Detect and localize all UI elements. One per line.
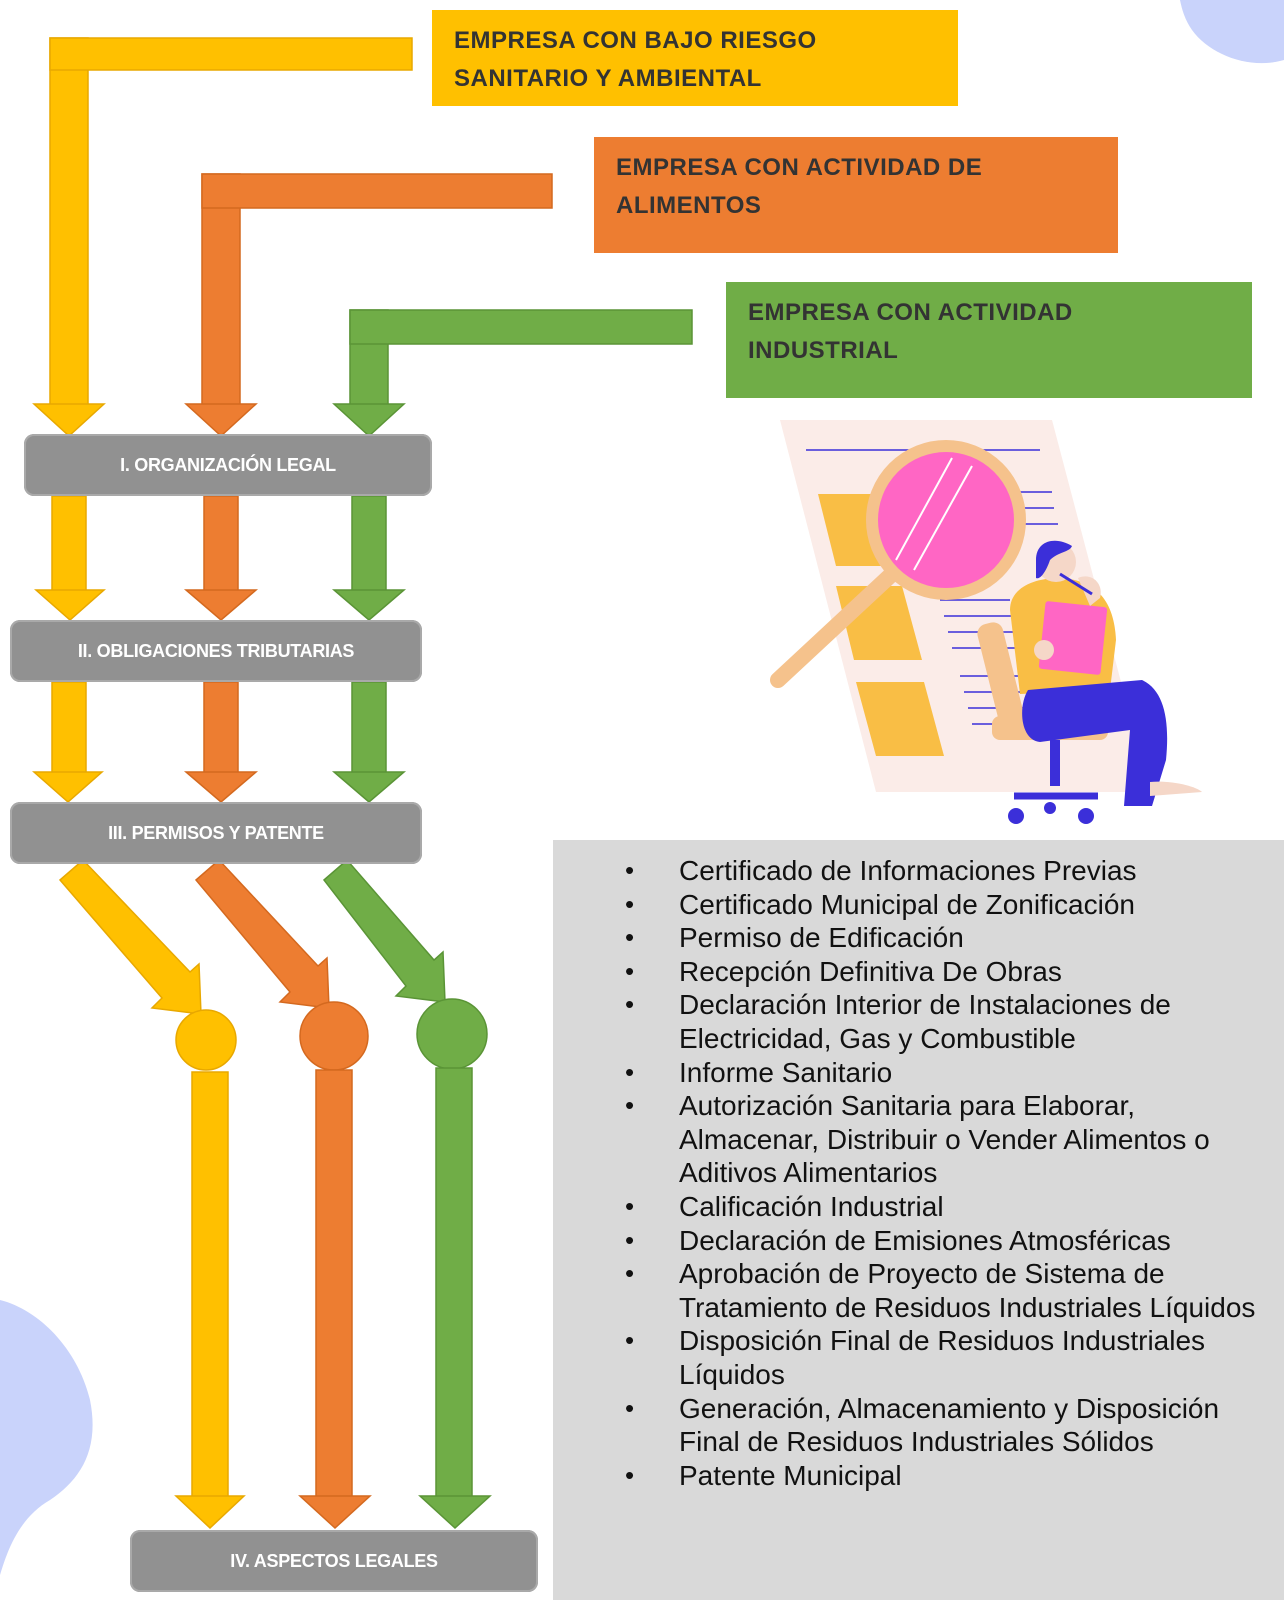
magnifier-handle <box>770 566 900 688</box>
step-tax-obligations: II. OBLIGACIONES TRIBUTARIAS <box>10 620 422 682</box>
step-legal-organization: I. ORGANIZACIÓN LEGAL <box>24 434 432 496</box>
company-type-line: INDUSTRIAL <box>748 337 899 364</box>
requirement-item: Declaración Interior de Instalaciones de… <box>625 988 1274 1055</box>
company-type-food: EMPRESA CON ACTIVIDAD DE ALIMENTOS <box>594 137 1118 253</box>
requirement-item: Disposición Final de Residuos Industrial… <box>625 1324 1274 1391</box>
company-type-industrial: EMPRESA CON ACTIVIDAD INDUSTRIAL <box>726 282 1252 398</box>
analyst-illustration <box>770 420 1202 824</box>
requirements-panel: Certificado de Informaciones Previas Cer… <box>553 840 1284 1600</box>
requirement-item: Generación, Almacenamiento y Disposición… <box>625 1392 1274 1459</box>
magnifier-icon <box>866 440 1026 600</box>
company-type-line: EMPRESA CON ACTIVIDAD <box>748 299 1073 326</box>
requirement-item: Permiso de Edificación <box>625 921 1274 955</box>
requirement-item: Certificado de Informaciones Previas <box>625 854 1274 888</box>
company-type-line: ALIMENTOS <box>616 192 762 219</box>
requirements-list: Certificado de Informaciones Previas Cer… <box>625 854 1274 1492</box>
company-type-line: EMPRESA CON ACTIVIDAD DE <box>616 154 983 181</box>
requirement-item: Autorización Sanitaria para Elaborar, Al… <box>625 1089 1274 1190</box>
company-type-line: SANITARIO Y AMBIENTAL <box>454 65 762 92</box>
requirement-item: Aprobación de Proyecto de Sistema de Tra… <box>625 1257 1274 1324</box>
requirement-item: Informe Sanitario <box>625 1056 1274 1090</box>
orange-flow-arrows <box>183 173 553 1530</box>
yellow-flow-arrows <box>32 37 413 1530</box>
company-type-line: EMPRESA CON BAJO RIESGO <box>454 27 817 54</box>
requirement-item: Recepción Definitiva De Obras <box>625 955 1274 989</box>
requirement-item: Patente Municipal <box>625 1459 1274 1493</box>
requirement-item: Certificado Municipal de Zonificación <box>625 888 1274 922</box>
company-type-low-risk: EMPRESA CON BAJO RIESGO SANITARIO Y AMBI… <box>432 10 958 106</box>
step-legal-aspects: IV. ASPECTOS LEGALES <box>130 1530 538 1592</box>
requirement-item: Declaración de Emisiones Atmosféricas <box>625 1224 1274 1258</box>
step-permits-and-license: III. PERMISOS Y PATENTE <box>10 802 422 864</box>
document-block-3 <box>856 682 944 756</box>
decorative-blob-top-right <box>1180 0 1284 64</box>
person <box>1010 540 1202 806</box>
decorative-blob-bottom-left <box>0 1300 93 1575</box>
green-flow-arrows <box>322 309 693 1530</box>
requirement-item: Calificación Industrial <box>625 1190 1274 1224</box>
